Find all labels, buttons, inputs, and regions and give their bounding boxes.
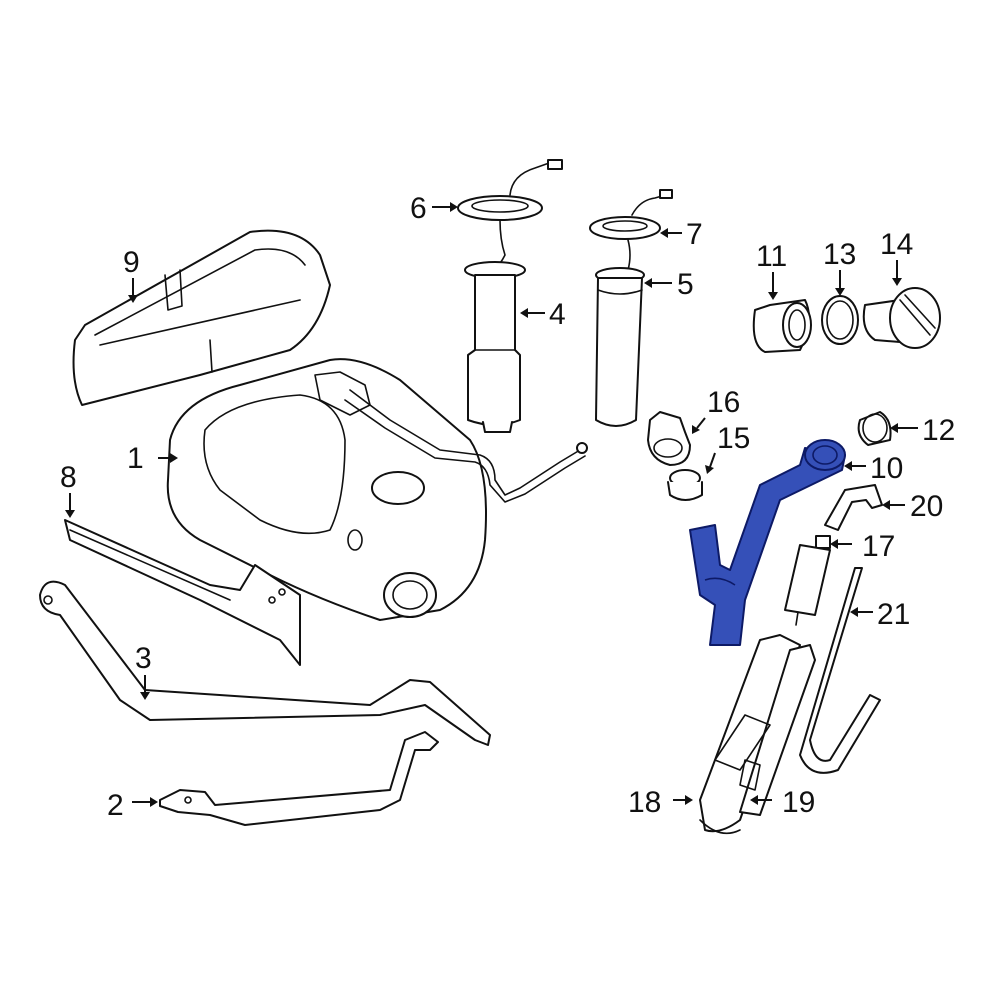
part-21-vent-tube[interactable] — [799, 567, 881, 774]
callout-18: 18 — [628, 786, 661, 819]
callout-20: 20 — [910, 490, 943, 523]
part-17-valve[interactable] — [784, 535, 831, 626]
callout-6: 6 — [410, 192, 427, 225]
part-11-filler-neck-seal[interactable] — [752, 299, 812, 353]
callout-12: 12 — [922, 414, 955, 447]
callout-11: 11 — [756, 240, 787, 273]
callout-8: 8 — [60, 461, 77, 494]
part-5-fuel-sender[interactable] — [595, 239, 645, 427]
callout-15: 15 — [717, 422, 750, 455]
part-3-strap[interactable] — [39, 580, 491, 746]
callout-3: 3 — [135, 642, 152, 675]
part-10-filler-pipe[interactable] — [689, 439, 846, 646]
callout-5: 5 — [677, 268, 694, 301]
callout-13: 13 — [823, 238, 856, 271]
callout-14: 14 — [880, 228, 913, 261]
part-14-fuel-cap[interactable] — [862, 287, 941, 349]
callout-19: 19 — [782, 786, 815, 819]
callout-4: 4 — [549, 298, 566, 331]
callout-10: 10 — [870, 452, 903, 485]
part-16-grommet[interactable] — [647, 411, 691, 466]
callout-7: 7 — [686, 218, 703, 251]
callout-9: 9 — [123, 246, 140, 279]
part-9-heat-shield[interactable] — [72, 229, 331, 406]
part-19-clamp[interactable] — [739, 759, 761, 791]
part-12-cap[interactable] — [857, 411, 892, 446]
part-15-grommet[interactable] — [667, 469, 703, 501]
callout-17: 17 — [862, 530, 895, 563]
part-8-skid-plate[interactable] — [64, 519, 301, 666]
part-6-lock-ring[interactable] — [457, 159, 563, 221]
callout-labels: 1 2 3 4 5 6 7 8 9 10 11 12 13 14 15 16 1… — [60, 192, 955, 822]
part-13-o-ring[interactable] — [821, 295, 859, 345]
leader-arrows — [65, 202, 918, 807]
callout-2: 2 — [107, 789, 124, 822]
callout-21: 21 — [877, 598, 910, 631]
part-20-hose[interactable] — [824, 484, 883, 531]
part-7-lock-ring[interactable] — [589, 189, 673, 240]
part-2-strap[interactable] — [159, 731, 439, 826]
callout-1: 1 — [127, 442, 144, 475]
part-1-fuel-tank[interactable] — [166, 358, 588, 621]
callout-16: 16 — [707, 386, 740, 419]
part-4-fuel-pump[interactable] — [464, 219, 526, 433]
